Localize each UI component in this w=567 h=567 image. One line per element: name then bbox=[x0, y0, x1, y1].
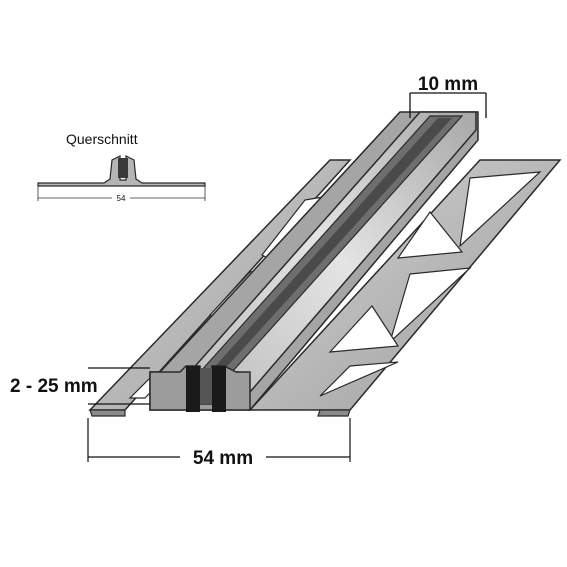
cross-section-outline bbox=[37, 155, 206, 187]
cross-section-dim-label-bg bbox=[112, 192, 130, 203]
cross-section-title: Querschnitt bbox=[66, 131, 138, 147]
right-flange-cutouts bbox=[319, 171, 542, 397]
right-flange-lower-edge bbox=[317, 409, 351, 417]
front-insert-dark bbox=[200, 368, 212, 404]
front-insert-black bbox=[186, 366, 226, 412]
cross-section-insert bbox=[118, 158, 128, 178]
profile-3d bbox=[88, 111, 562, 417]
cross-section-sketch: 54 Querschnitt bbox=[37, 131, 206, 203]
dimension-total-width: 54 mm bbox=[87, 418, 351, 469]
total-width-label: 54 mm bbox=[193, 448, 253, 469]
dimension-joint-width: 10 mm bbox=[409, 74, 487, 118]
joint-width-label: 10 mm bbox=[418, 74, 478, 95]
elastic-insert-groove bbox=[210, 118, 452, 372]
height-range-label: 2 - 25 mm bbox=[10, 376, 98, 397]
cross-section-width-label: 54 bbox=[117, 194, 126, 203]
dimension-height: 2 - 25 mm bbox=[10, 367, 150, 405]
left-flange-lower-edge bbox=[89, 409, 126, 417]
